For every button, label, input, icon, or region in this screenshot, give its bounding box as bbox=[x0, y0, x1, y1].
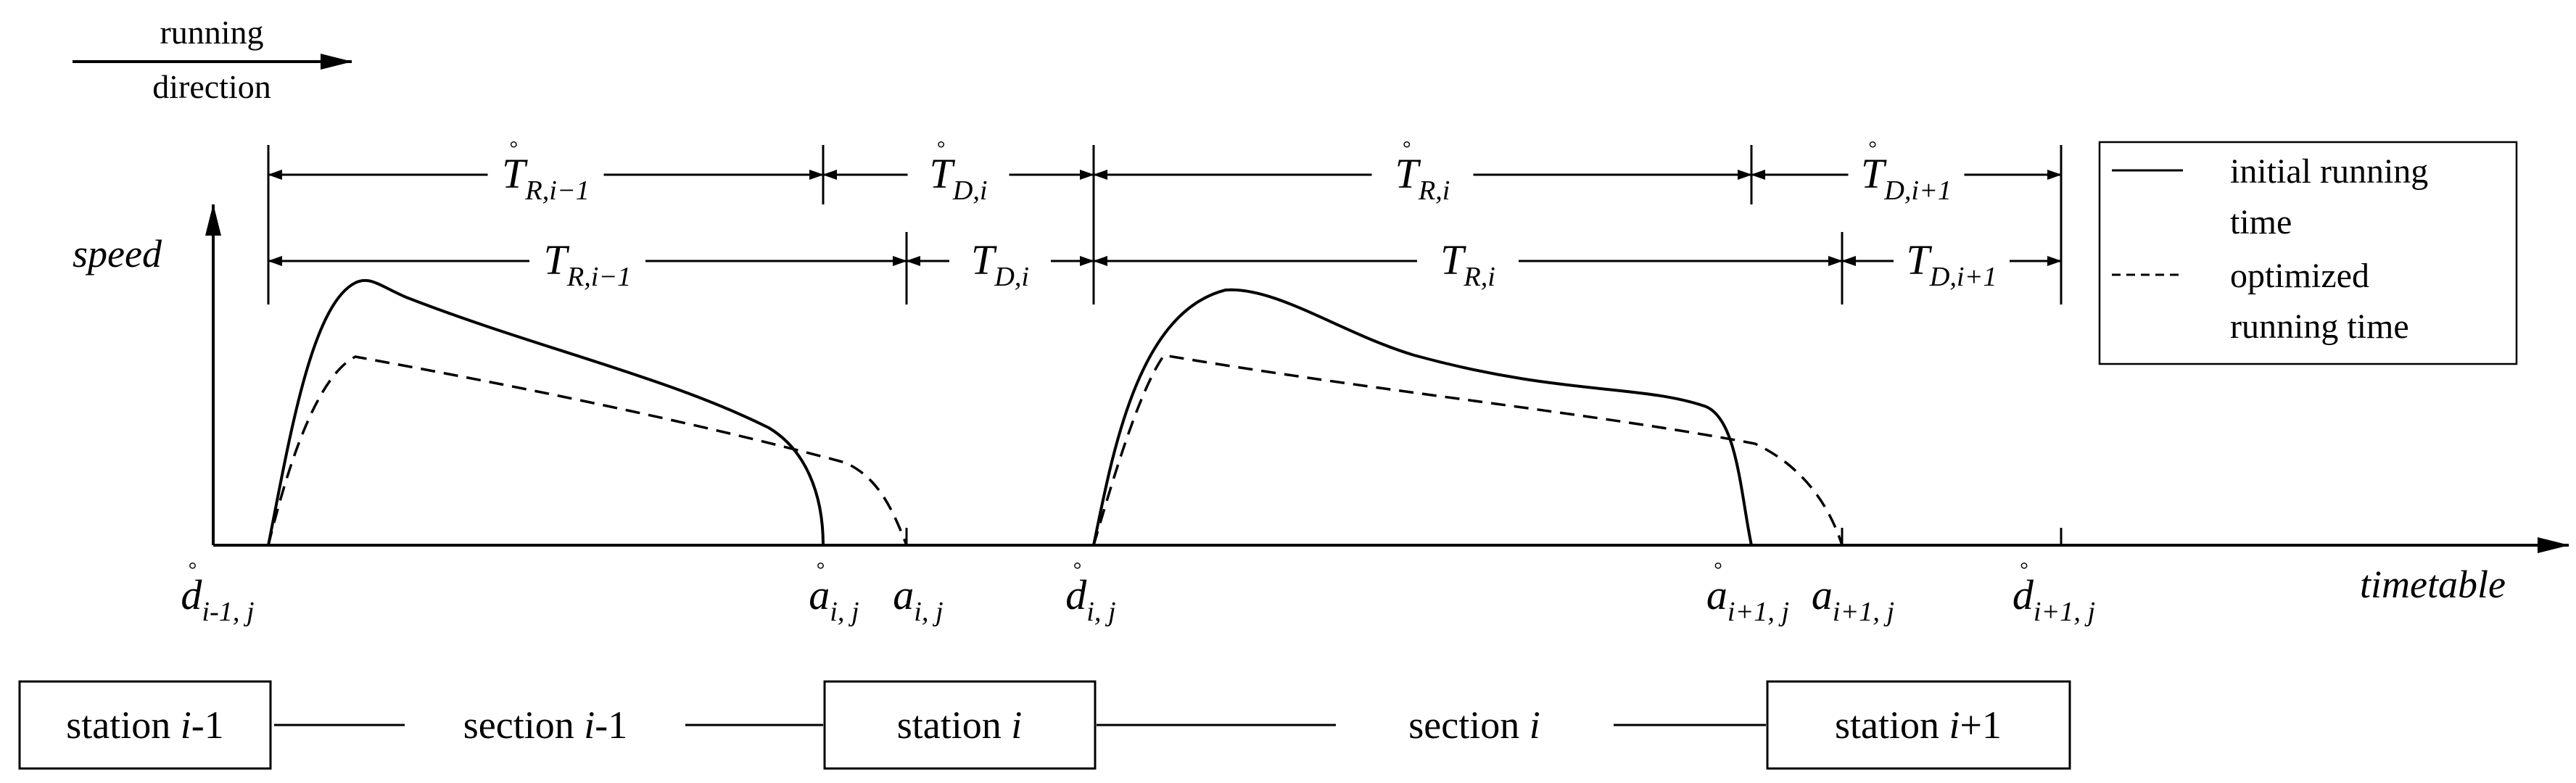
dim-optimized-0-label-subscript: R,i−1 bbox=[566, 262, 632, 292]
station-label-i-1: station i-1 bbox=[66, 703, 224, 747]
optimized-speed-curve-section-i bbox=[1092, 354, 1844, 546]
tick-label-4-ring-mark: ° bbox=[1714, 558, 1722, 581]
svg-text:TD,i+1: TD,i+1 bbox=[1861, 150, 1952, 206]
tick-label-1-ring-mark: ° bbox=[817, 558, 825, 581]
svg-text:ai, j: ai, j bbox=[893, 571, 943, 627]
svg-text:di+1, j: di+1, j bbox=[2012, 571, 2095, 627]
dim-nominal-3-label: TD,i+1° bbox=[1861, 137, 1952, 206]
svg-text:TR,i: TR,i bbox=[1395, 150, 1450, 206]
tick-label-5-subscript: i+1, j bbox=[1833, 597, 1894, 627]
running-direction-line2: direction bbox=[152, 68, 271, 105]
tick-label-6-subscript: i+1, j bbox=[2034, 597, 2095, 627]
running-direction: running direction bbox=[73, 14, 352, 105]
station-box-i1 bbox=[1766, 680, 2071, 770]
tick-label-1-subscript: i, j bbox=[830, 597, 859, 627]
station-label-i1: station i+1 bbox=[1835, 703, 2002, 747]
legend-box bbox=[2098, 141, 2518, 365]
svg-text:TR,i: TR,i bbox=[1440, 236, 1495, 292]
optimized-speed-curve-section-i-1 bbox=[267, 355, 908, 546]
dim-optimized-0-label: TR,i−1 bbox=[544, 236, 632, 292]
dim-optimized-3-label: TD,i+1 bbox=[1906, 236, 1997, 292]
dim-nominal-0-label-letter: T bbox=[502, 150, 528, 197]
svg-text:TD,i+1: TD,i+1 bbox=[1906, 236, 1997, 292]
x-axis-label: timetable bbox=[2360, 563, 2506, 606]
dim-optimized-2-label-letter: T bbox=[1440, 236, 1466, 283]
station-label-i: station i bbox=[897, 703, 1023, 747]
tick-label-3: di, j° bbox=[1065, 558, 1115, 627]
dim-nominal-2-label-ring-mark: ° bbox=[1403, 137, 1411, 160]
tick-label-6-ring-mark: ° bbox=[2020, 558, 2028, 581]
dim-nominal-2-label-letter: T bbox=[1395, 150, 1421, 197]
tick-label-2-subscript: i, j bbox=[914, 597, 943, 627]
dim-nominal-3-label-subscript: D,i+1 bbox=[1883, 175, 1952, 206]
section-label-i-1: section i-1 bbox=[463, 703, 627, 747]
dim-optimized-2-label: TR,i bbox=[1440, 236, 1495, 292]
speed-curves bbox=[267, 278, 1844, 546]
tick-label-4-subscript: i+1, j bbox=[1727, 597, 1789, 627]
svg-text:TD,i: TD,i bbox=[971, 236, 1029, 292]
dim-nominal-1-label-letter: T bbox=[929, 150, 955, 197]
dim-nominal-1-label: TD,i° bbox=[929, 137, 987, 206]
dim-nominal-1-label-ring-mark: ° bbox=[937, 137, 946, 160]
tick-label-5: ai+1, j bbox=[1812, 571, 1894, 627]
svg-text:di, j: di, j bbox=[1065, 571, 1115, 627]
tick-label-3-subscript: i, j bbox=[1086, 597, 1115, 627]
running-direction-line1: running bbox=[160, 14, 263, 51]
dim-optimized-3-label-letter: T bbox=[1906, 236, 1932, 283]
tick-label-3-letter: d bbox=[1065, 571, 1087, 618]
tick-label-1: ai, j° bbox=[809, 558, 859, 627]
tick-label-2: ai, j bbox=[893, 571, 943, 627]
tick-label-4: ai+1, j° bbox=[1706, 558, 1789, 627]
legend-dashed-line2: running time bbox=[2230, 307, 2409, 346]
svg-text:TD,i: TD,i bbox=[929, 150, 987, 206]
tick-label-2-letter: a bbox=[893, 571, 914, 618]
svg-text:di-1, j: di-1, j bbox=[181, 571, 254, 627]
tick-label-6-letter: d bbox=[2012, 571, 2034, 618]
section-label-i: section i bbox=[1408, 703, 1540, 747]
y-axis-label: speed bbox=[73, 232, 162, 276]
tick-label-6: di+1, j° bbox=[2012, 558, 2095, 627]
tick-label-1-letter: a bbox=[809, 571, 830, 618]
dim-optimized-1-label: TD,i bbox=[971, 236, 1029, 292]
dim-optimized-3-label-subscript: D,i+1 bbox=[1929, 262, 1997, 292]
svg-text:ai, j: ai, j bbox=[809, 571, 859, 627]
svg-text:ai+1, j: ai+1, j bbox=[1812, 571, 1894, 627]
svg-text:TR,i−1: TR,i−1 bbox=[544, 236, 632, 292]
dim-nominal-2-label-subscript: R,i bbox=[1418, 175, 1450, 206]
dim-nominal-3-label-letter: T bbox=[1861, 150, 1887, 197]
legend-solid-line1: initial running bbox=[2230, 152, 2428, 191]
initial-speed-curve-section-i bbox=[1092, 288, 1753, 546]
track-layout: station i-1 station i station i+1 sectio… bbox=[18, 680, 2071, 770]
tick-label-4-letter: a bbox=[1706, 571, 1727, 618]
svg-text:ai+1, j: ai+1, j bbox=[1706, 571, 1789, 627]
dim-nominal-0-label-ring-mark: ° bbox=[510, 137, 519, 160]
svg-text:TR,i−1: TR,i−1 bbox=[502, 150, 590, 206]
dim-nominal-0-label-subscript: R,i−1 bbox=[524, 175, 590, 206]
dim-optimized-2-label-subscript: R,i bbox=[1463, 262, 1495, 292]
axes: speed timetable bbox=[73, 204, 2569, 606]
station-box-i-1 bbox=[18, 680, 272, 770]
tick-label-0-ring-mark: ° bbox=[189, 558, 197, 581]
dim-optimized-1-label-subscript: D,i bbox=[994, 262, 1029, 292]
dim-nominal-1-label-subscript: D,i bbox=[952, 175, 988, 206]
dim-nominal-3-label-ring-mark: ° bbox=[1868, 137, 1877, 160]
station-box-i bbox=[823, 680, 1097, 770]
legend-dashed-line1: optimized bbox=[2230, 257, 2369, 295]
dim-nominal-2-label: TR,i° bbox=[1395, 137, 1450, 206]
tick-label-3-ring-mark: ° bbox=[1073, 558, 1082, 581]
dimension-row-nominal: TR,i−1°TD,i°TR,i°TD,i+1° bbox=[268, 137, 2062, 206]
legend: initial running time optimized running t… bbox=[2098, 141, 2518, 365]
initial-speed-curve-section-i-1 bbox=[267, 278, 825, 546]
dim-nominal-0-label: TR,i−1° bbox=[502, 137, 590, 206]
tick-label-0-letter: d bbox=[181, 571, 202, 618]
dim-optimized-1-label-letter: T bbox=[971, 236, 997, 283]
tick-label-0: di-1, j° bbox=[181, 558, 254, 627]
dim-optimized-0-label-letter: T bbox=[544, 236, 570, 283]
legend-solid-line2: time bbox=[2230, 203, 2292, 241]
tick-label-0-subscript: i-1, j bbox=[202, 597, 254, 627]
tick-label-5-letter: a bbox=[1812, 571, 1833, 618]
